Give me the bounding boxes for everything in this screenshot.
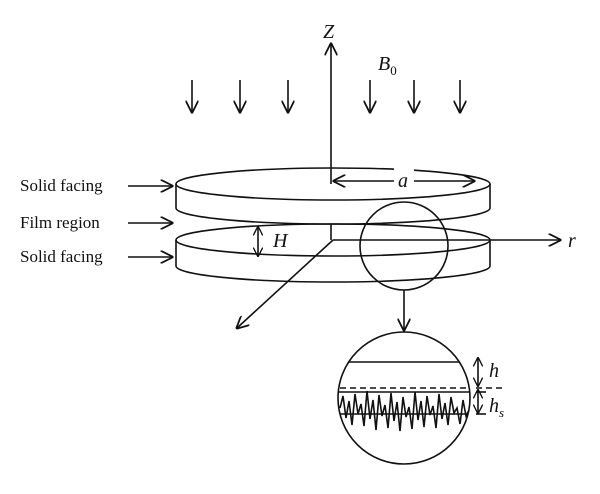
gap-label: H (272, 230, 289, 252)
magnetic-field-arrows (192, 80, 460, 112)
r-axis-label: r (568, 230, 576, 252)
top-facing-label: Solid facing (20, 176, 103, 195)
radius-label-bg (394, 168, 414, 190)
oblique-axis (237, 239, 334, 328)
film-thickness-label: h (489, 360, 499, 382)
z-axis-label: Z (323, 21, 335, 43)
bottom-disk (175, 223, 491, 283)
zoom-view (337, 331, 502, 465)
field-label: B0 (378, 53, 397, 78)
bottom-facing-label: Solid facing (20, 247, 103, 266)
film-region-label: Film region (20, 213, 100, 232)
rough-surface-profile (339, 390, 470, 432)
top-disk (175, 167, 491, 225)
detail-circle (359, 201, 449, 291)
radius-label: a (398, 170, 408, 192)
roughness-label: hs (489, 395, 504, 420)
